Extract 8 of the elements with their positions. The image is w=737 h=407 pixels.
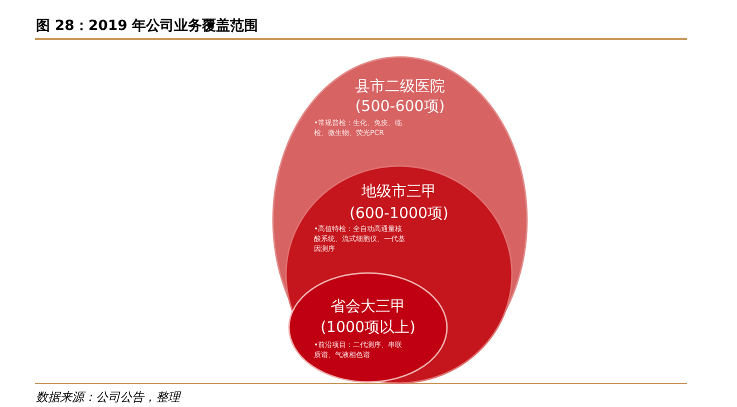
item-count: (1000项以上) <box>320 317 416 337</box>
circle-heading: 县市二级医院 <box>354 76 446 96</box>
circle-heading: 地级市三甲 <box>360 181 438 201</box>
item-count: (500-600项) <box>354 96 446 116</box>
circle-heading: 省会大三甲 <box>330 296 406 316</box>
item-count: (600-1000项) <box>348 203 450 223</box>
figure-title: 图 28：2019 年公司业务覆盖范围 <box>36 17 258 35</box>
source-note: 数据来源：公司公告，整理 <box>36 389 180 405</box>
